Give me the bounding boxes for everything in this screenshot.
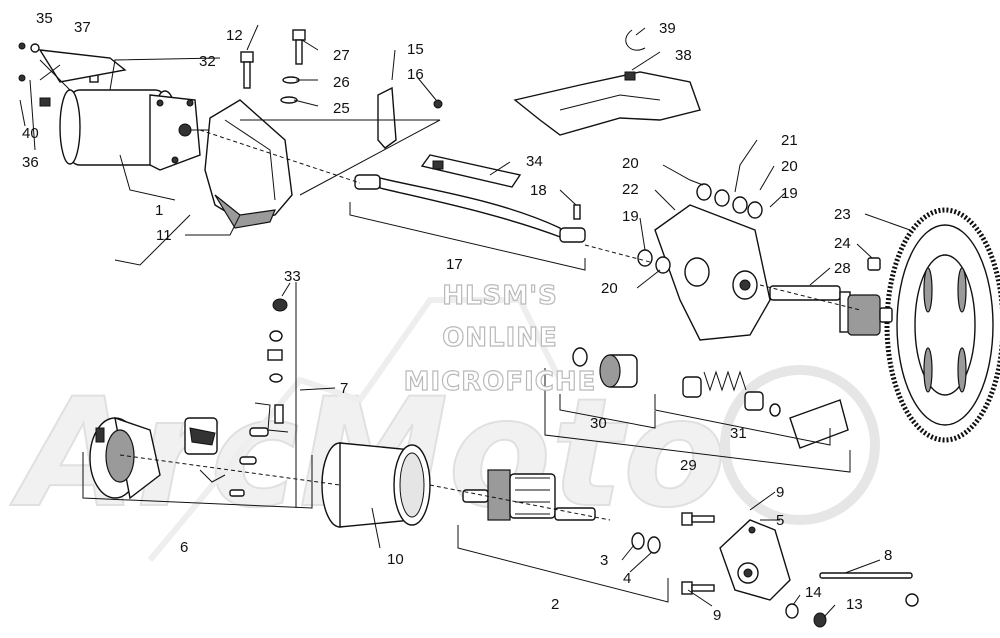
watermark-line-1: HLSM'S bbox=[442, 281, 558, 311]
callout-13: 13 bbox=[846, 596, 863, 613]
callout-32: 32 bbox=[199, 53, 216, 70]
group-brackets bbox=[39, 59, 861, 603]
battery-cable-part[interactable] bbox=[354, 174, 586, 243]
spring-assembly-part[interactable] bbox=[682, 370, 849, 449]
callout-25: 25 bbox=[333, 100, 350, 117]
callout-34: 34 bbox=[526, 153, 543, 170]
callout-19-a: 19 bbox=[781, 185, 798, 202]
callout-29: 29 bbox=[680, 457, 697, 474]
callout-19-b: 19 bbox=[622, 208, 639, 225]
callout-5: 5 bbox=[776, 512, 784, 529]
callout-23: 23 bbox=[834, 206, 851, 223]
callout-16: 16 bbox=[407, 66, 424, 83]
ring-gear-part[interactable] bbox=[884, 207, 1000, 443]
callout-40: 40 bbox=[22, 125, 39, 142]
spring-clip-part[interactable] bbox=[625, 29, 646, 51]
callout-20-c: 20 bbox=[601, 280, 618, 297]
callout-10: 10 bbox=[387, 551, 404, 568]
callout-8: 8 bbox=[884, 547, 892, 564]
callout-14: 14 bbox=[805, 584, 822, 601]
callout-31: 31 bbox=[730, 425, 747, 442]
callout-24: 24 bbox=[834, 235, 851, 252]
callout-2: 2 bbox=[551, 596, 559, 613]
callout-4: 4 bbox=[623, 570, 631, 587]
callout-27: 27 bbox=[333, 47, 350, 64]
motor-housing-part[interactable] bbox=[321, 442, 431, 528]
mount-bracket-part[interactable] bbox=[204, 99, 293, 229]
drive-pinion-part[interactable] bbox=[572, 347, 638, 388]
callout-20-a: 20 bbox=[622, 155, 639, 172]
callout-21: 21 bbox=[781, 132, 798, 149]
leader-lines bbox=[19, 24, 911, 618]
watermark: HLSM'S ONLINE MICROFICHE bbox=[403, 280, 597, 397]
callout-26: 26 bbox=[333, 74, 350, 91]
bolt-part[interactable] bbox=[240, 51, 254, 89]
bolt-part[interactable] bbox=[280, 29, 306, 104]
callout-18: 18 bbox=[530, 182, 547, 199]
seat-bracket-part[interactable] bbox=[513, 71, 701, 136]
callout-9-a: 9 bbox=[776, 484, 784, 501]
callout-22: 22 bbox=[622, 181, 639, 198]
end-cover-part[interactable] bbox=[719, 519, 791, 601]
callout-6: 6 bbox=[180, 539, 188, 556]
callout-35: 35 bbox=[36, 10, 53, 27]
callout-28: 28 bbox=[834, 260, 851, 277]
end-cap-part[interactable] bbox=[89, 416, 269, 500]
starter-cover-part[interactable] bbox=[18, 42, 127, 107]
callout-20-b: 20 bbox=[781, 158, 798, 175]
callout-11: 11 bbox=[156, 227, 172, 244]
callout-39: 39 bbox=[659, 20, 676, 37]
callout-1: 1 bbox=[155, 202, 163, 219]
callout-33: 33 bbox=[284, 268, 301, 285]
watermark-line-3: MICROFICHE bbox=[404, 367, 597, 397]
callout-38: 38 bbox=[675, 47, 692, 64]
callout-9-b: 9 bbox=[713, 607, 721, 624]
nut-washer-part[interactable] bbox=[785, 603, 827, 628]
brush-holder-part[interactable] bbox=[254, 298, 289, 433]
watermark-line-2: ONLINE bbox=[442, 323, 558, 353]
decal-part[interactable] bbox=[420, 154, 522, 188]
terminal-screw-part[interactable] bbox=[573, 204, 581, 220]
thrust-washer-part[interactable] bbox=[631, 532, 661, 554]
armature-part[interactable] bbox=[462, 469, 596, 521]
starter-motor-part[interactable] bbox=[59, 61, 210, 171]
callout-12: 12 bbox=[226, 27, 243, 44]
ring-gear-bolt-part[interactable] bbox=[867, 257, 881, 271]
callout-30: 30 bbox=[590, 415, 607, 432]
callout-36: 36 bbox=[22, 154, 39, 171]
callout-17: 17 bbox=[446, 256, 463, 273]
drive-shaft-part[interactable] bbox=[769, 285, 893, 336]
callout-37: 37 bbox=[74, 19, 91, 36]
callout-3: 3 bbox=[600, 552, 608, 569]
mount-screw-part[interactable] bbox=[681, 512, 715, 595]
callout-15: 15 bbox=[407, 41, 424, 58]
through-bolt-part[interactable] bbox=[819, 572, 919, 607]
drive-housing-part[interactable] bbox=[654, 204, 771, 341]
callout-7: 7 bbox=[340, 380, 348, 397]
callout-labels: 35 37 32 40 36 1 11 12 27 26 25 15 16 34… bbox=[22, 10, 892, 624]
clamp-part[interactable] bbox=[377, 86, 443, 149]
